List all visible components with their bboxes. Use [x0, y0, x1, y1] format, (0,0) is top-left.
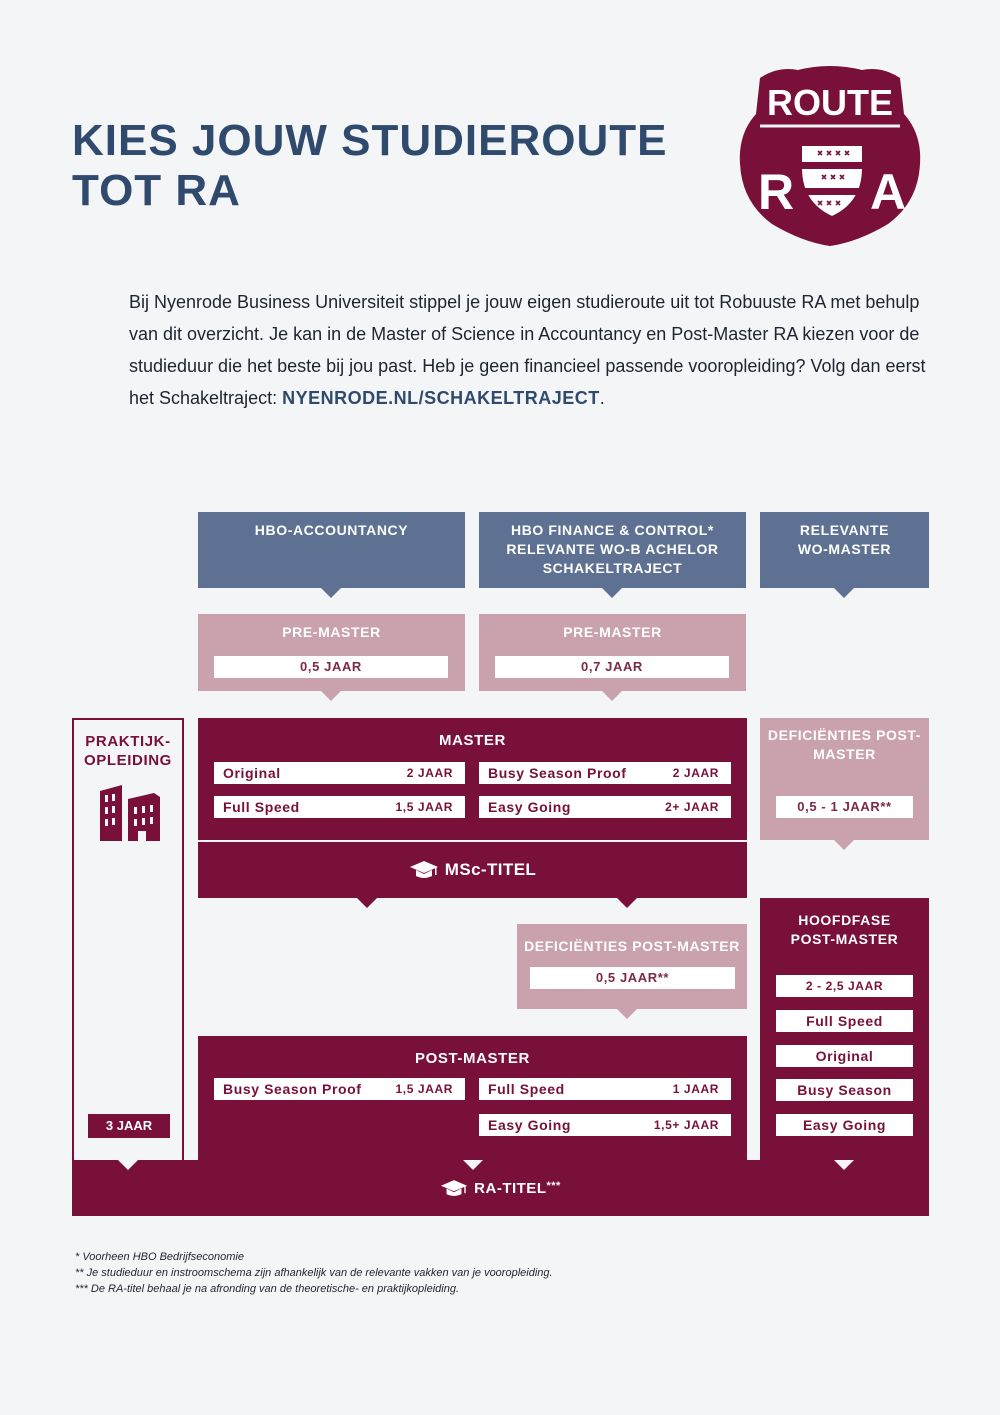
premaster-box-1: PRE-MASTER 0,5 JAAR	[198, 614, 465, 691]
route-ra-shield-logo: ROUTE R A	[739, 66, 921, 246]
intro-text: Bij Nyenrode Business Universiteit stipp…	[129, 292, 926, 408]
page-title: KIES JOUW STUDIEROUTE TOT RA	[72, 116, 712, 216]
praktijk-line2: OPLEIDING	[84, 752, 172, 769]
option-duration: 1,5 JAAR	[395, 800, 453, 814]
entry-hbo-finance-line1: HBO FINANCE & CONTROL*	[511, 522, 714, 538]
entry-hbo-finance: HBO FINANCE & CONTROL* RELEVANTE WO-B AC…	[479, 512, 746, 588]
master-label: MASTER	[439, 732, 506, 749]
option-name: Busy Season Proof	[223, 1081, 362, 1097]
deficiencies-right-duration: 0,5 - 1 JAAR**	[776, 796, 913, 818]
praktijk-duration: 3 JAAR	[88, 1114, 170, 1138]
arrow-down	[602, 691, 622, 701]
entry-hbo-finance-line2: RELEVANTE WO-B ACHELOR	[506, 541, 719, 557]
footnote-1: * Voorheen HBO Bedrijfseconomie	[75, 1251, 244, 1263]
msc-title-band: MSc-TITEL	[198, 842, 747, 898]
intro-end: .	[599, 388, 605, 408]
hoofdfase-option: Easy Going	[776, 1114, 913, 1136]
hoofdfase-duration: 2 - 2,5 JAAR	[776, 975, 913, 997]
title-line-1: KIES JOUW STUDIEROUTE	[72, 116, 668, 165]
arrow-down	[463, 1160, 483, 1170]
option-duration: 1 JAAR	[672, 1082, 719, 1096]
ra-title-band: RA-TITEL***	[72, 1160, 929, 1216]
premaster-duration: 0,7 JAAR	[495, 656, 729, 678]
praktijk-line1: PRAKTIJK-	[85, 733, 171, 750]
arrow-down	[602, 588, 622, 598]
master-option: Full Speed 1,5 JAAR	[214, 796, 465, 818]
entry-hbo-accountancy: HBO-ACCOUNTANCY	[198, 512, 465, 588]
footnote-2: ** Je studieduur en instroomschema zijn …	[75, 1267, 553, 1279]
option-duration: 1,5 JAAR	[395, 1082, 453, 1096]
arrow-down	[834, 1160, 854, 1170]
arrow-down	[834, 840, 854, 850]
building-icon	[100, 785, 160, 841]
msc-title-label: MSc-TITEL	[444, 860, 537, 879]
option-duration: 1,5+ JAAR	[653, 1118, 719, 1132]
schakeltraject-link[interactable]: NYENRODE.NL/SCHAKELTRAJECT	[282, 388, 600, 408]
postmaster-option: Full Speed 1 JAAR	[479, 1078, 731, 1100]
master-box: MASTER Original 2 JAAR Busy Season Proof…	[198, 718, 747, 840]
footnotes: * Voorheen HBO Bedrijfseconomie ** Je st…	[75, 1249, 555, 1297]
master-option: Busy Season Proof 2 JAAR	[479, 762, 731, 784]
graduation-cap-icon	[441, 1179, 468, 1196]
deficiencies-mid-duration: 0,5 JAAR**	[530, 967, 735, 989]
premaster-box-2: PRE-MASTER 0,7 JAAR	[479, 614, 746, 691]
arrow-down	[357, 898, 377, 908]
premaster-duration: 0,5 JAAR	[214, 656, 448, 678]
entry-wo-master-line1: RELEVANTE	[799, 522, 890, 538]
postmaster-box: POST-MASTER Busy Season Proof 1,5 JAAR F…	[198, 1036, 747, 1160]
hoofdfase-option: Original	[776, 1045, 913, 1067]
logo-letter-a: A	[870, 164, 906, 220]
deficiencies-mid-box: DEFICIËNTIES POST-MASTER 0,5 JAAR**	[517, 924, 747, 1009]
title-line-2: TOT RA	[72, 166, 241, 215]
arrow-down	[321, 588, 341, 598]
praktijkopleiding-column: PRAKTIJK- OPLEIDING 3 JAAR	[72, 718, 184, 1162]
master-option: Easy Going 2+ JAAR	[479, 796, 731, 818]
hoofdfase-option: Busy Season Proof	[776, 1079, 913, 1120]
hoofdfase-option: Full Speed	[776, 1010, 913, 1032]
arrow-down	[834, 588, 854, 598]
postmaster-option: Easy Going 1,5+ JAAR	[479, 1114, 731, 1136]
option-name: Busy Season Proof	[488, 765, 627, 781]
arrow-down	[321, 691, 341, 701]
hoofdfase-line2: POST-MASTER	[790, 931, 899, 947]
option-name: Full Speed	[488, 1081, 565, 1097]
arrow-down	[617, 1009, 637, 1019]
logo-route-text: ROUTE	[767, 82, 893, 123]
intro-paragraph: Bij Nyenrode Business Universiteit stipp…	[129, 286, 929, 414]
premaster-label: PRE-MASTER	[282, 624, 381, 640]
option-name: Full Speed	[223, 799, 300, 815]
deficiencies-right-line1: DEFICIËNTIES POST-	[767, 727, 922, 743]
arrow-down	[617, 898, 637, 908]
ra-title-sup: ***	[546, 1180, 561, 1192]
premaster-label: PRE-MASTER	[563, 624, 662, 640]
option-name: Original	[223, 765, 281, 781]
deficiencies-right-line2: MASTER	[813, 746, 876, 762]
deficiencies-right-box: DEFICIËNTIES POST- MASTER 0,5 - 1 JAAR**	[760, 718, 929, 840]
logo-letter-r: R	[758, 164, 794, 220]
postmaster-option: Busy Season Proof 1,5 JAAR	[214, 1078, 465, 1100]
option-name: Easy Going	[488, 799, 572, 815]
entry-wo-master-line2: WO-MASTER	[797, 541, 892, 557]
arrow-down	[118, 1160, 138, 1170]
option-duration: 2 JAAR	[406, 766, 453, 780]
entry-wo-master: RELEVANTE WO-MASTER	[760, 512, 929, 588]
amsterdam-flag-emblem	[802, 146, 862, 216]
footnote-3: *** De RA-titel behaal je na afronding v…	[75, 1283, 460, 1295]
entry-hbo-finance-line3: SCHAKELTRAJECT	[542, 560, 683, 576]
hoofdfase-box: HOOFDFASE POST-MASTER 2 - 2,5 JAAR Full …	[760, 898, 929, 1160]
postmaster-label: POST-MASTER	[415, 1050, 530, 1067]
option-duration: 2 JAAR	[672, 766, 719, 780]
hoofdfase-line1: HOOFDFASE	[798, 912, 891, 928]
graduation-cap-icon	[409, 861, 438, 878]
option-name: Easy Going	[488, 1117, 572, 1133]
ra-title-label: RA-TITEL	[474, 1179, 547, 1197]
entry-hbo-accountancy-label: HBO-ACCOUNTANCY	[254, 522, 409, 538]
deficiencies-mid-label: DEFICIËNTIES POST-MASTER	[524, 938, 740, 954]
master-option: Original 2 JAAR	[214, 762, 465, 784]
option-duration: 2+ JAAR	[665, 800, 719, 814]
